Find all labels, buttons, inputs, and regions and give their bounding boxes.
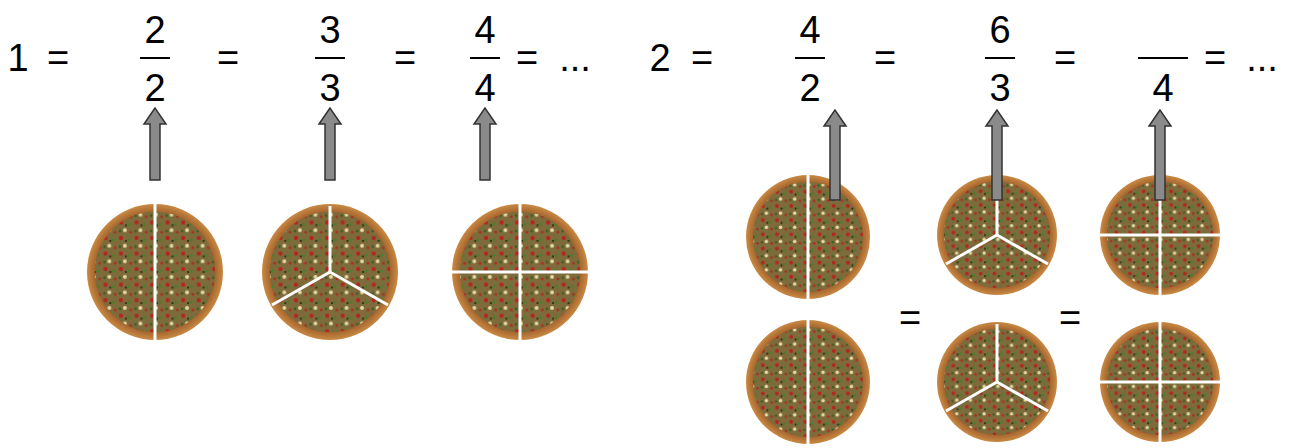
equals-sign: = xyxy=(874,39,896,77)
pizza-halves xyxy=(87,204,223,340)
math-number: 6 xyxy=(989,11,1010,49)
math-number: 4 xyxy=(474,11,495,49)
equals-sign: = xyxy=(1054,39,1076,77)
pizza-halves xyxy=(746,320,870,444)
math-number: 1 xyxy=(7,39,28,77)
equals-sign: = xyxy=(691,39,713,77)
pizza-thirds xyxy=(262,204,398,340)
math-number: 4 xyxy=(799,11,820,49)
pizza-thirds xyxy=(937,322,1057,442)
equals-sign: = xyxy=(1059,299,1081,337)
math-number: ... xyxy=(559,39,591,77)
equals-sign: = xyxy=(394,39,416,77)
equals-sign: = xyxy=(47,39,69,77)
pizza-quarters xyxy=(1100,322,1220,442)
up-arrow xyxy=(144,108,1171,200)
equals-sign: = xyxy=(516,39,538,77)
math-number: 2 xyxy=(144,11,165,49)
equals-sign: = xyxy=(1204,39,1226,77)
math-number: 4 xyxy=(1152,69,1173,107)
equals-sign: = xyxy=(217,39,239,77)
equals-sign: = xyxy=(899,299,921,337)
math-number: 2 xyxy=(799,69,820,107)
math-number: 3 xyxy=(319,69,340,107)
pizza-quarters xyxy=(452,204,588,340)
math-number: 2 xyxy=(649,39,670,77)
math-number: 3 xyxy=(319,11,340,49)
math-number: ... xyxy=(1246,39,1278,77)
math-number: 4 xyxy=(474,69,495,107)
math-number: 2 xyxy=(144,69,165,107)
pizza-halves xyxy=(746,175,870,299)
math-number: 3 xyxy=(989,69,1010,107)
